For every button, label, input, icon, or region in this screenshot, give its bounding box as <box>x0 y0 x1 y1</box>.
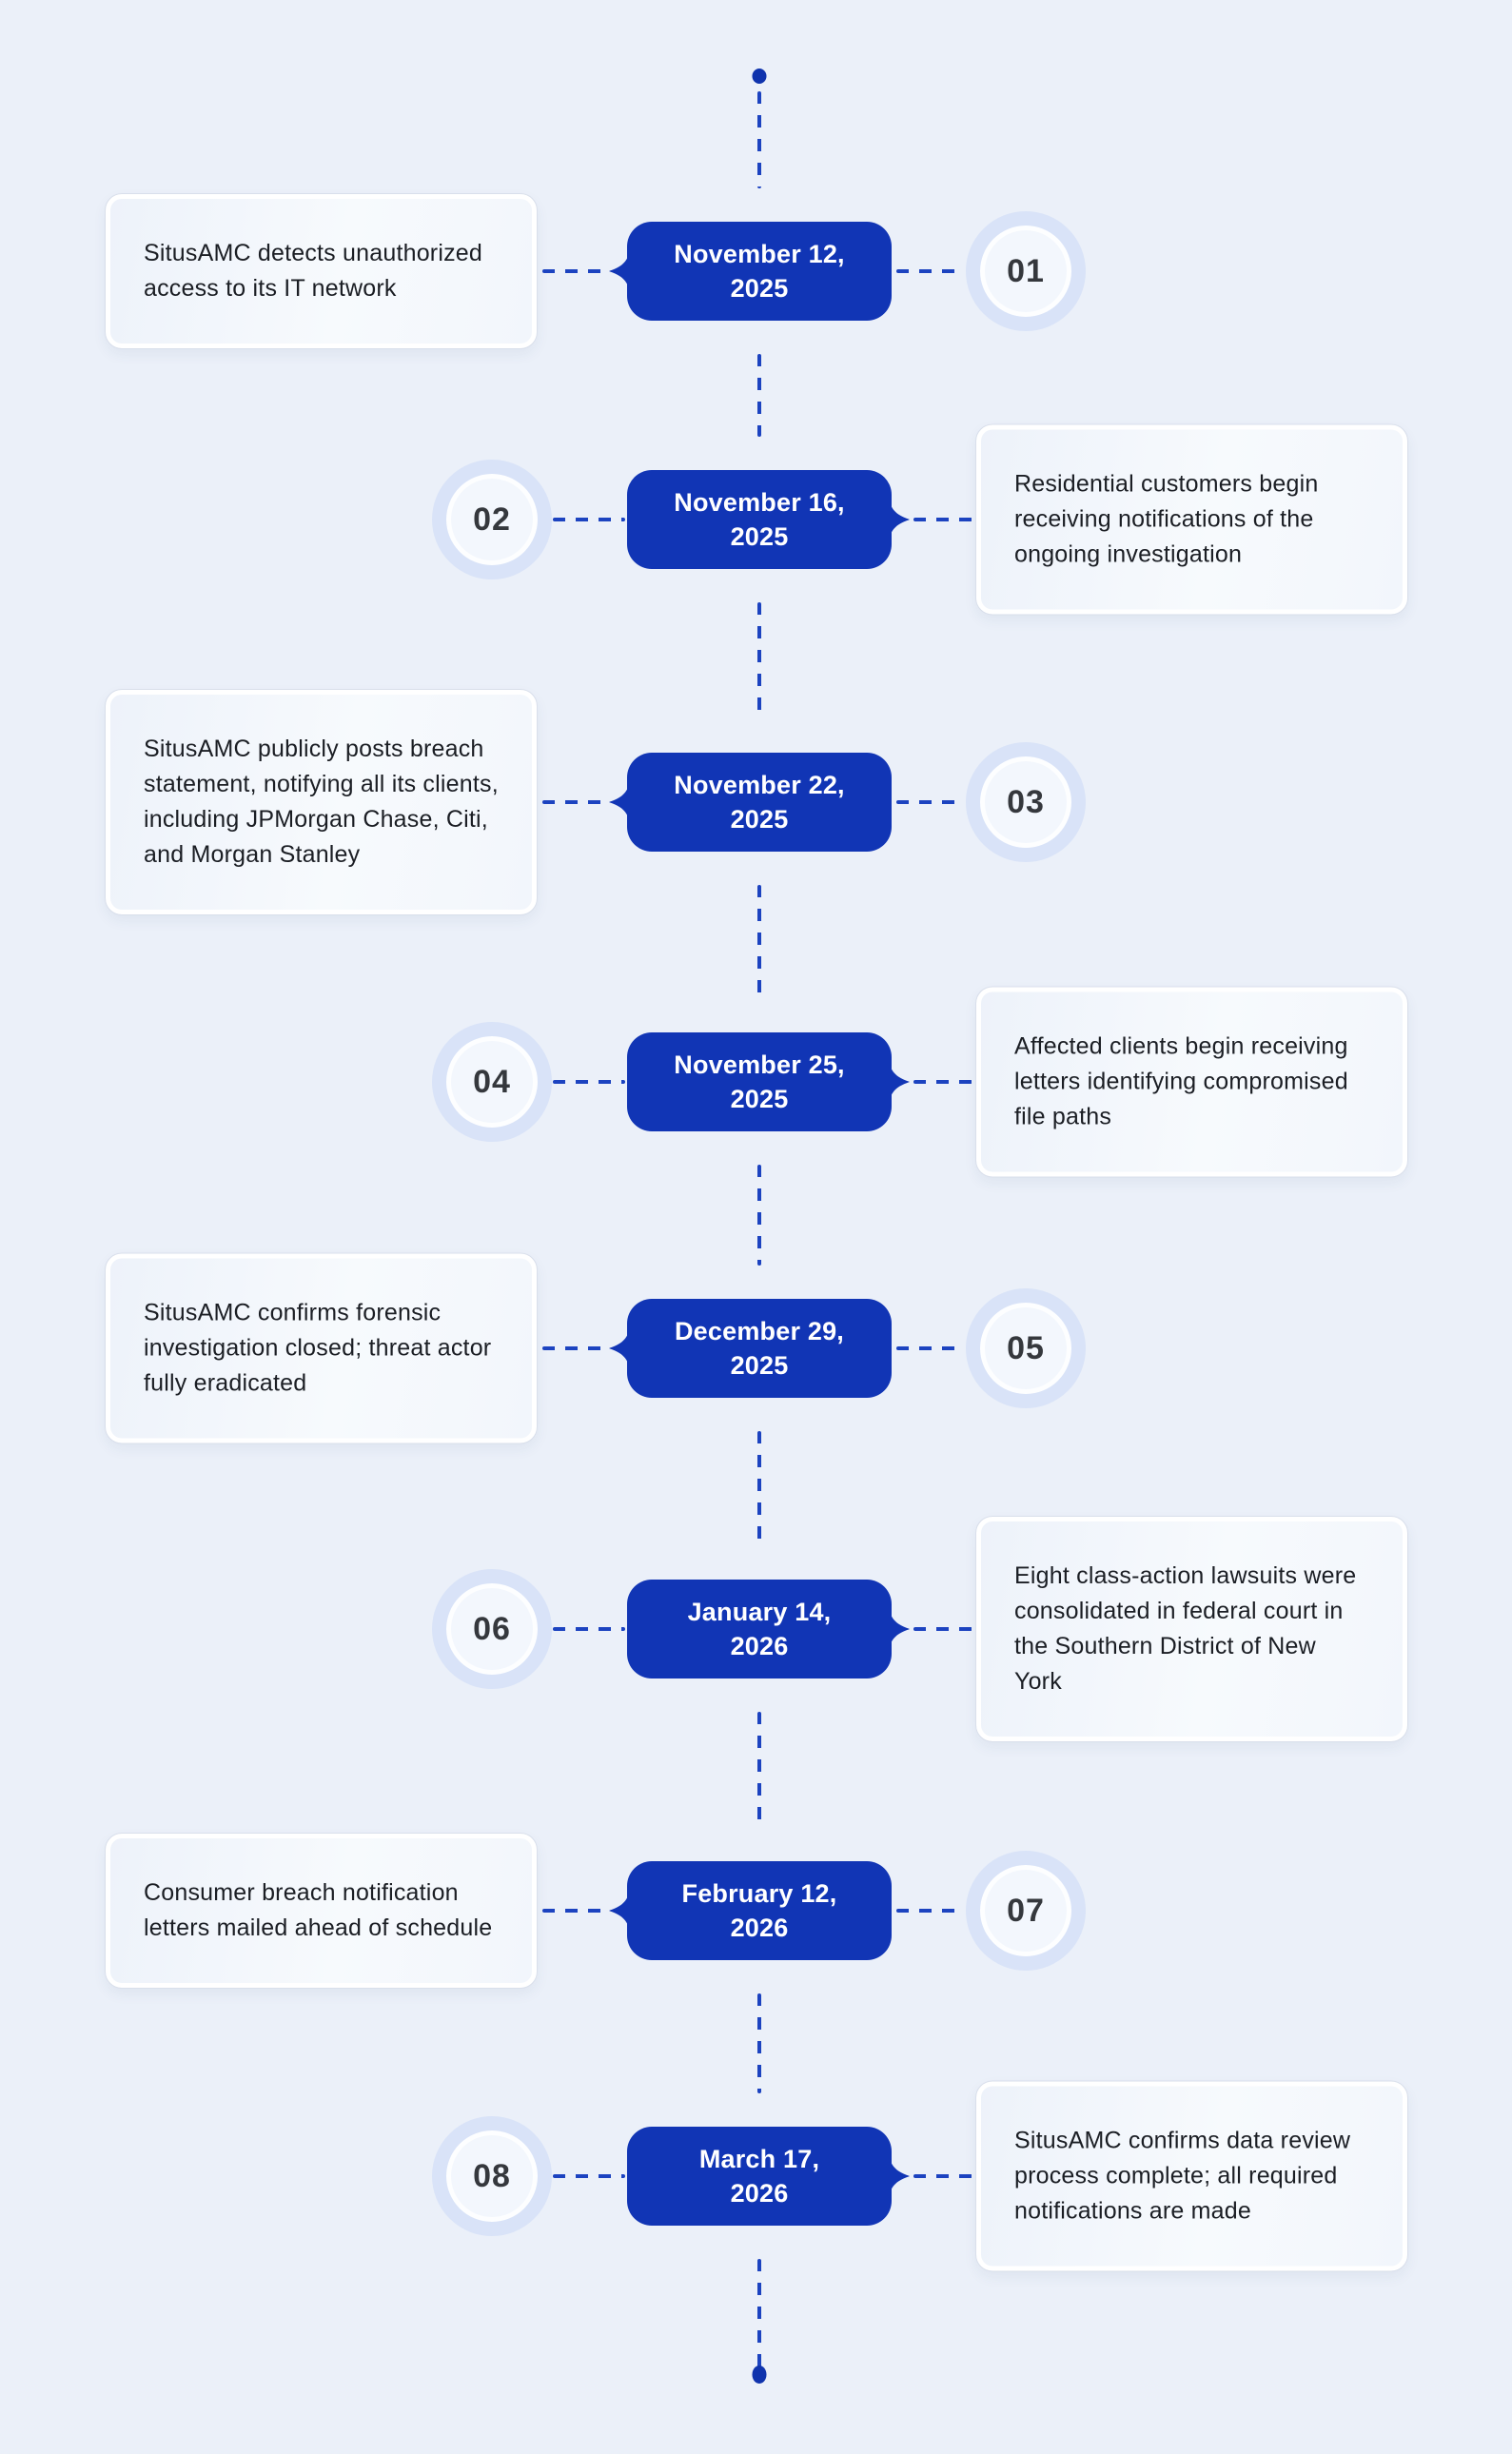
pill-pointer-icon <box>890 502 910 537</box>
dash-connector-number <box>896 1909 965 1913</box>
timeline-end-dot <box>752 2366 767 2384</box>
event-number-text: 01 <box>1007 252 1045 289</box>
event-description-text: SitusAMC publicly posts breach statement… <box>144 736 499 868</box>
event-date-pill: December 29, 2025 <box>609 1299 892 1398</box>
dash-connector-number <box>896 800 965 804</box>
dash-connector-card <box>913 2174 972 2178</box>
event-number-text: 07 <box>1007 1892 1045 1929</box>
event-description-card: Eight class-action lawsuits were consoli… <box>975 1516 1408 1742</box>
event-date-pill: November 25, 2025 <box>627 1032 910 1131</box>
pill-pointer-icon <box>890 2159 910 2193</box>
event-description-text: Consumer breach notification letters mai… <box>144 1879 493 1941</box>
timeline-dashed-line <box>757 885 761 999</box>
event-date-pill: March 17, 2026 <box>627 2127 910 2226</box>
event-number-text: 02 <box>473 501 511 538</box>
timeline-dashed-line <box>757 1712 761 1828</box>
event-date-line2: 2025 <box>730 522 789 551</box>
timeline-dashed-line <box>757 602 761 719</box>
event-date-line2: 2025 <box>730 274 789 303</box>
dash-connector-number <box>553 2174 625 2178</box>
event-date-line2: 2026 <box>730 1914 789 1942</box>
dash-connector-card <box>542 1909 609 1913</box>
dash-connector-number <box>896 269 965 273</box>
dash-connector-number <box>553 1080 625 1084</box>
event-date-line1: February 12, <box>681 1879 837 1908</box>
event-description-text: Affected clients begin receiving letters… <box>1014 1032 1348 1130</box>
event-description-text: Residential customers begin receiving no… <box>1014 470 1319 568</box>
timeline-dashed-line <box>757 354 761 437</box>
event-date-line1: November 16, <box>674 488 845 517</box>
event-number-text: 05 <box>1007 1329 1045 1366</box>
event-description-card: SitusAMC detects unauthorized access to … <box>105 193 538 349</box>
dash-connector-card <box>542 269 609 273</box>
dash-connector-card <box>913 1080 972 1084</box>
event-date-line2: 2025 <box>730 1085 789 1113</box>
dash-connector-number <box>553 518 625 521</box>
event-number-badge: 08 <box>432 2116 552 2236</box>
timeline-dashed-line <box>757 1165 761 1266</box>
event-date-line1: November 25, <box>674 1050 845 1079</box>
dash-connector-card <box>542 800 609 804</box>
pill-pointer-icon <box>609 1331 629 1365</box>
dash-connector-number <box>553 1627 625 1631</box>
event-number-badge: 06 <box>432 1569 552 1689</box>
dash-connector-card <box>913 1627 972 1631</box>
event-date-line1: November 22, <box>674 771 845 799</box>
event-number-text: 06 <box>473 1610 511 1647</box>
event-date-pill: November 22, 2025 <box>609 753 892 852</box>
event-date-line1: December 29, <box>674 1317 844 1345</box>
event-number-badge: 03 <box>966 742 1086 862</box>
event-number-badge: 04 <box>432 1022 552 1142</box>
event-description-text: SitusAMC confirms forensic investigation… <box>144 1299 492 1397</box>
event-date-line2: 2025 <box>730 805 789 834</box>
pill-pointer-icon <box>609 1894 629 1928</box>
dash-connector-card <box>542 1346 609 1350</box>
event-description-text: SitusAMC confirms data review process co… <box>1014 2127 1351 2225</box>
event-date-pill: November 16, 2025 <box>627 470 910 569</box>
event-number-badge: 05 <box>966 1288 1086 1408</box>
event-description-card: Consumer breach notification letters mai… <box>105 1833 538 1989</box>
timeline-dashed-line <box>757 91 761 188</box>
pill-pointer-icon <box>890 1612 910 1646</box>
event-description-card: Residential customers begin receiving no… <box>975 423 1408 616</box>
event-date-line2: 2026 <box>730 2179 789 2208</box>
event-date-line2: 2026 <box>730 1632 789 1660</box>
event-number-badge: 01 <box>966 211 1086 331</box>
event-date-line2: 2025 <box>730 1351 789 1380</box>
event-number-text: 04 <box>473 1063 511 1100</box>
timeline-dashed-line <box>757 2259 761 2369</box>
event-description-text: SitusAMC detects unauthorized access to … <box>144 240 482 302</box>
timeline-start-dot <box>752 69 767 84</box>
event-number-text: 08 <box>473 2157 511 2194</box>
event-description-card: SitusAMC confirms data review process co… <box>975 2080 1408 2272</box>
event-date-line1: March 17, <box>698 2145 820 2173</box>
event-date-pill: February 12, 2026 <box>609 1861 892 1960</box>
event-date-line1: November 12, <box>674 240 845 268</box>
event-number-badge: 07 <box>966 1851 1086 1971</box>
event-number-badge: 02 <box>432 460 552 579</box>
dash-connector-number <box>896 1346 965 1350</box>
timeline-dashed-line <box>757 1993 761 2093</box>
event-date-pill: January 14, 2026 <box>627 1580 910 1679</box>
pill-pointer-icon <box>609 254 629 288</box>
timeline-dashed-line <box>757 1431 761 1546</box>
event-number-text: 03 <box>1007 783 1045 820</box>
pill-pointer-icon <box>609 785 629 819</box>
dash-connector-card <box>913 518 972 521</box>
pill-pointer-icon <box>890 1065 910 1099</box>
event-date-pill: November 12, 2025 <box>609 222 892 321</box>
event-description-text: Eight class-action lawsuits were consoli… <box>1014 1562 1357 1695</box>
event-description-card: SitusAMC publicly posts breach statement… <box>105 689 538 915</box>
event-description-card: SitusAMC confirms forensic investigation… <box>105 1252 538 1444</box>
event-date-line1: January 14, <box>687 1598 832 1626</box>
event-description-card: Affected clients begin receiving letters… <box>975 986 1408 1178</box>
